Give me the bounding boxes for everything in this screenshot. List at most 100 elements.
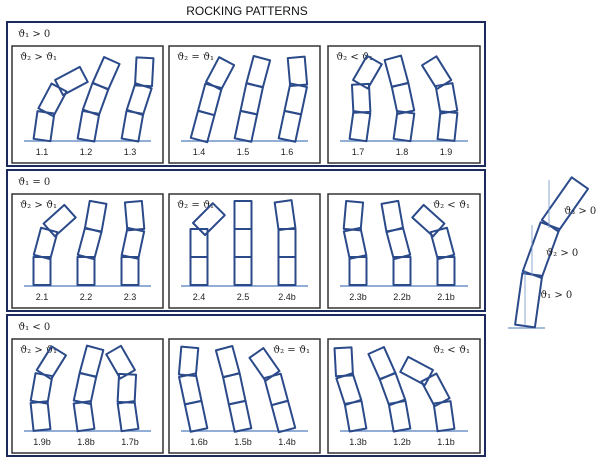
panel-condition: ϑ₂ = ϑ₁ [273,345,310,356]
block-3 [421,55,453,91]
theta3-label: ϑ₃ > 0 [564,206,596,217]
block-3 [214,344,241,379]
block-stack-1.6b [177,345,209,433]
stack-label: 1.1b [437,437,455,447]
block-stack-2.4 [189,202,226,286]
group-condition: ϑ₁ = 0 [18,177,50,188]
block-2 [263,372,289,407]
block-stack-1.5 [233,54,272,143]
stack-label: 2.5 [237,292,250,302]
block-stack-1.3 [120,56,155,143]
block-3 [245,54,272,89]
block-stack-2.4b [273,199,297,286]
block-stack-1.2b [367,346,412,433]
block-1 [348,110,372,143]
stack-label: 1.8b [77,437,95,447]
block-3 [333,346,354,378]
panel-condition: ϑ₂ < ϑ₁ [433,200,470,211]
block-3 [383,54,410,89]
block-stack-1.5b [214,344,253,433]
block-3 [540,176,590,233]
block-3 [78,344,105,379]
block-2 [420,372,451,408]
stack-label: 1.1 [36,147,49,157]
block-1 [432,400,456,433]
block-stack-1.4 [189,56,236,144]
block-2 [189,228,209,258]
theta2-label: ϑ₂ > 0 [546,248,578,259]
block-stack-2.2b [380,199,412,286]
block-3 [248,347,281,382]
block-3 [273,199,297,232]
panel-condition: ϑ₂ = ϑ₁ [177,52,214,63]
block-stack-2.3 [120,199,146,286]
stack-label: 1.6 [281,147,294,157]
block-3 [380,199,405,233]
stack-label: 1.9 [440,147,453,157]
stack-label: 2.1b [437,292,455,302]
panel-border [11,45,164,164]
legend-block-stack [514,176,590,329]
angle-definition-figure: ϑ₁ > 0ϑ₂ > 0ϑ₃ > 0 [508,176,596,329]
panel-condition: ϑ₂ < ϑ₁ [336,52,373,63]
stack-label: 1.3 [124,147,137,157]
block-stack-1.1 [32,65,89,143]
block-3 [54,65,89,97]
block-2 [434,82,459,115]
block-stack-1.4b [248,347,297,434]
block-3 [399,355,434,387]
panel-border [168,193,321,309]
group-border [6,169,486,312]
stack-label: 1.7 [352,147,365,157]
block-stack-2.2 [76,199,108,286]
block-1 [514,272,544,329]
stack-label: 1.9b [33,437,51,447]
stack-label: 2.2b [393,292,411,302]
block-2 [32,226,59,261]
stack-label: 2.3 [124,292,137,302]
block-stack-1.7 [348,54,383,143]
group-border [6,21,486,167]
block-stack-1.3b [333,346,368,433]
stack-label: 2.4b [278,292,296,302]
block-2 [120,226,146,260]
block-stack-1.8b [72,344,105,433]
block-1 [436,256,456,286]
block-stack-2.5 [233,200,253,286]
block-3 [134,56,155,88]
stack-label: 1.6b [190,437,208,447]
block-2 [125,82,153,117]
panel-condition: ϑ₂ > ϑ₁ [20,345,57,356]
panel-condition: ϑ₂ < ϑ₁ [433,345,470,356]
block-stack-1.9 [421,55,459,142]
block-stack-1.1b [399,355,456,433]
block-stack-1.6 [277,55,309,143]
block-3 [204,56,236,91]
block-1 [348,256,368,286]
block-1 [392,110,416,143]
group-border [6,314,486,457]
panel-border [168,45,321,164]
block-3 [367,346,397,381]
block-3 [352,54,383,90]
panel-border [11,338,164,454]
block-2 [283,82,308,116]
stack-label: 1.5b [234,437,252,447]
block-1 [392,256,412,286]
block-3 [233,200,253,230]
block-2 [429,226,456,261]
stack-label: 2.1 [36,292,49,302]
block-1 [436,110,459,142]
diagram-title: ROCKING PATTERNS [186,4,308,18]
block-stack-1.8 [383,54,416,143]
